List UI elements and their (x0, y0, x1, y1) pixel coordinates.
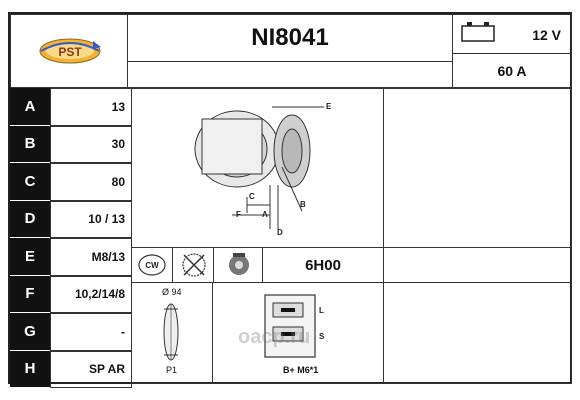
label-f: F (236, 210, 241, 219)
row-value-g: - (50, 313, 132, 351)
logo-cell: PST (10, 14, 128, 88)
connector-l: L (319, 306, 324, 315)
row-value-a: 13 (50, 88, 132, 126)
row-value-d: 10 / 13 (50, 200, 132, 238)
watermark: oacp.ru (238, 326, 310, 349)
pulley-diameter: Ø 94 (162, 287, 182, 297)
blank-right-mid (383, 247, 572, 283)
fan-icon (229, 253, 249, 275)
amperage-value: 60 A (497, 62, 527, 79)
clockwise-icon: CW (138, 254, 166, 276)
label-c: C (249, 192, 255, 201)
rotation-fan-cell (213, 247, 263, 283)
rotation-cw-cell: CW (131, 247, 173, 283)
crossed-pulley-icon (182, 253, 206, 277)
pulley-icon (163, 303, 179, 361)
connector-icon: L S (264, 294, 325, 358)
pulley-cell: Ø 94 P1 (131, 282, 213, 384)
blank-right-top (383, 88, 572, 248)
row-value-b: 30 (50, 125, 132, 163)
connector-cell: L S B+ M6*1 (212, 282, 384, 384)
blank-right-bottom (383, 282, 572, 384)
label-d: D (277, 228, 283, 237)
voltage-cell: 12 V (452, 14, 572, 54)
rotation-x-cell (172, 247, 214, 283)
row-letter-d: D (10, 200, 50, 238)
label-e: E (326, 102, 332, 111)
pst-logo: PST (39, 38, 101, 64)
row-letter-a: A (10, 88, 50, 126)
connector-s: S (319, 332, 325, 341)
cw-label: CW (145, 261, 159, 270)
label-a: A (262, 210, 268, 219)
row-value-h: SP AR (50, 350, 132, 388)
row-letter-h: H (10, 350, 50, 388)
row-value-f: 10,2/14/8 (50, 275, 132, 313)
logo-text: PST (58, 45, 82, 59)
label-b: B (300, 200, 306, 209)
part-number: NI8041 (251, 24, 329, 51)
watermark-text: oacp.ru (238, 326, 311, 348)
connector-terminal: B+ M6*1 (283, 365, 319, 375)
alternator-drawing: E C F A B D (194, 102, 332, 237)
row-letter-g: G (10, 313, 50, 351)
amperage-cell: 60 A (452, 53, 572, 88)
rotation-code-cell: 6H00 (262, 247, 384, 283)
row-letter-f: F (10, 275, 50, 313)
pulley-type: P1 (166, 365, 178, 375)
part-number-cell: NI8041 (127, 14, 453, 62)
drawing-cell: E C F A B D (131, 88, 384, 248)
part-number-subcell (127, 61, 453, 88)
row-value-e: M8/13 (50, 238, 132, 276)
battery-icon (461, 22, 495, 42)
row-letter-c: C (10, 163, 50, 201)
row-letter-e: E (10, 238, 50, 276)
rotation-code: 6H00 (305, 256, 341, 274)
row-value-c: 80 (50, 163, 132, 201)
row-letter-b: B (10, 125, 50, 163)
voltage-value: 12 V (532, 27, 561, 43)
